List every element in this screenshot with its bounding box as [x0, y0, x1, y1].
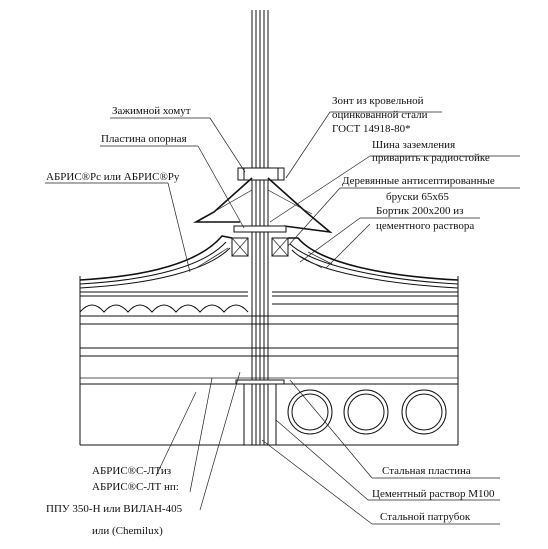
steel-pipe-assembly: [235, 379, 285, 445]
label-curb-line1: Бортик 200х200 из: [376, 205, 463, 217]
roof-layers: [79, 276, 459, 445]
label-steel-pipe: Стальной патрубок: [380, 511, 471, 523]
label-bars-line2: бруски 65х65: [386, 191, 449, 203]
label-cement-mortar: Цементный раствор М100: [372, 488, 495, 500]
umbrella-shape: [192, 177, 333, 234]
wooden-bars: [231, 237, 289, 257]
label-support-plate: Пластина опорная: [101, 133, 187, 145]
support-plate-shape: [233, 225, 287, 233]
label-ground-line2: приварить к радиостойке: [372, 152, 490, 164]
label-abris-top: АБРИС®Рс или АБРИС®Ру: [46, 171, 180, 183]
label-bars-line1: Деревянные антисептированные: [342, 175, 495, 187]
label-umbrella-line1: Зонт из кровельной: [332, 95, 424, 107]
label-foam-line1: ППУ 350-Н или ВИЛАН-405: [46, 503, 183, 515]
labels: Зажимной хомут Пластина опорная АБРИС®Рс…: [46, 95, 495, 537]
label-steel-plate: Стальная пластина: [382, 465, 471, 477]
hollow-core-slab: [80, 389, 458, 446]
label-foam-line2: или (Chemilux): [92, 525, 163, 537]
label-abris-bottom-line2: АБРИС®С-ЛТ нп:: [92, 481, 179, 493]
curb-and-membrane: [79, 235, 459, 289]
label-umbrella-line2: оцинкованной стали: [332, 109, 428, 121]
clamp-shape: [237, 167, 285, 181]
label-ground-line1: Шина заземления: [372, 139, 455, 151]
label-umbrella-line3: ГОСТ 14918-80*: [332, 123, 411, 135]
label-clamp: Зажимной хомут: [112, 105, 191, 117]
label-curb-line2: цементного раствора: [376, 220, 474, 232]
label-abris-bottom-line1: АБРИС®С-ЛТиз: [92, 465, 171, 477]
leader-lines: [45, 111, 520, 525]
